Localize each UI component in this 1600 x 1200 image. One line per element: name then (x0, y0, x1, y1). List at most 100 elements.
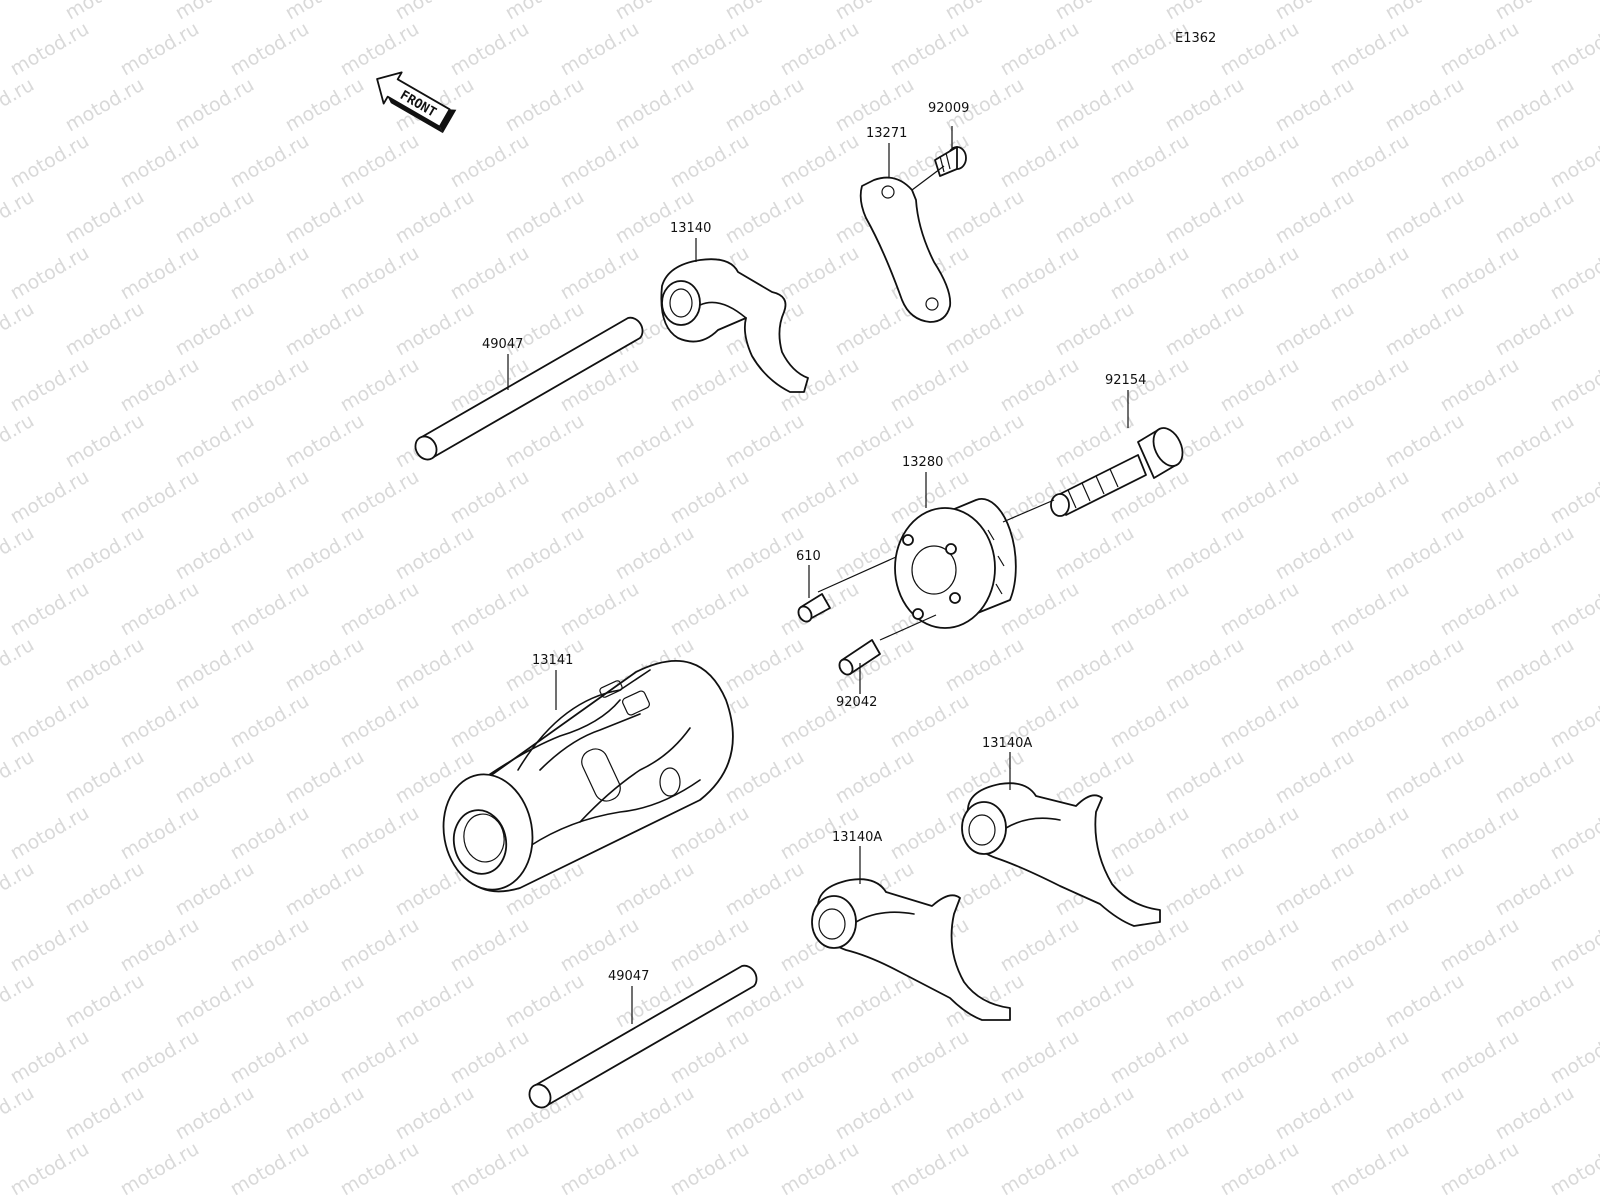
watermark-text: motod.ru (612, 74, 698, 137)
label-bolt: 92154 (1105, 373, 1146, 388)
watermark-text: motod.ru (997, 1026, 1083, 1089)
watermark-text: motod.ru (777, 1138, 863, 1200)
bolt (1050, 427, 1184, 517)
watermark-text: motod.ru (667, 466, 753, 529)
watermark-text: motod.ru (282, 0, 368, 24)
watermark-text: motod.ru (502, 74, 588, 137)
watermark-text: motod.ru (1272, 186, 1358, 249)
watermark-text: motod.ru (1492, 298, 1578, 361)
watermark-text: motod.ru (227, 914, 313, 977)
watermark-text: motod.ru (117, 466, 203, 529)
watermark-text: motod.ru (7, 1026, 93, 1089)
watermark-text: motod.ru (1437, 914, 1523, 977)
watermark-text: motod.ru (1327, 690, 1413, 753)
watermark-text: motod.ru (7, 578, 93, 641)
watermark-text: motod.ru (997, 18, 1083, 81)
watermark-text: motod.ru (1217, 466, 1303, 529)
watermark-text: motod.ru (7, 354, 93, 417)
watermark-text: motod.ru (227, 1138, 313, 1200)
watermark-text: motod.ru (1272, 410, 1358, 473)
watermark-text: motod.ru (1272, 970, 1358, 1033)
watermark-text: motod.ru (117, 578, 203, 641)
watermark-text: motod.ru (447, 578, 533, 641)
watermark-text: motod.ru (1437, 466, 1523, 529)
callouts: 92009 13271 13140 49047 92154 13280 610 … (482, 101, 1146, 1024)
watermark-text: motod.ru (1162, 1194, 1248, 1200)
watermark-text: motod.ru (942, 410, 1028, 473)
watermark-text: motod.ru (667, 578, 753, 641)
watermark-text: motod.ru (172, 746, 258, 809)
watermark-text: motod.ru (62, 186, 148, 249)
watermark-text: motod.ru (887, 802, 973, 865)
watermark-text: motod.ru (1492, 634, 1578, 697)
watermark-text: motod.ru (117, 18, 203, 81)
watermark-text: motod.ru (337, 242, 423, 305)
watermark-text: motod.ru (942, 1082, 1028, 1145)
watermark-text: motod.ru (1382, 298, 1468, 361)
label-shaft-upper: 49047 (482, 337, 523, 352)
watermark-text: motod.ru (227, 354, 313, 417)
watermark-text: motod.ru (1052, 0, 1138, 24)
watermark-text: motod.ru (722, 858, 808, 921)
watermark-text: motod.ru (117, 1026, 203, 1089)
watermark-text: motod.ru (1547, 354, 1600, 417)
watermark-text: motod.ru (0, 522, 38, 585)
watermark-text: motod.ru (1382, 1082, 1468, 1145)
watermark-text: motod.ru (117, 690, 203, 753)
watermark-text: motod.ru (1382, 522, 1468, 585)
watermark-text: motod.ru (7, 802, 93, 865)
watermark-text: motod.ru (1382, 0, 1468, 24)
watermark-text: motod.ru (1547, 914, 1600, 977)
watermark-text: motod.ru (1107, 578, 1193, 641)
watermark-text: motod.ru (1107, 802, 1193, 865)
watermark-text: motod.ru (1492, 0, 1578, 24)
watermark-text: motod.ru (1327, 354, 1413, 417)
watermark-text: motod.ru (7, 242, 93, 305)
watermark-text: motod.ru (942, 186, 1028, 249)
watermark-text: motod.ru (62, 1194, 148, 1200)
watermark-text: motod.ru (1382, 858, 1468, 921)
watermark-text: motod.ru (1162, 970, 1248, 1033)
watermark-text: motod.ru (0, 970, 38, 1033)
watermark-text: motod.ru (612, 0, 698, 24)
watermark-text: motod.ru (1492, 746, 1578, 809)
watermark-text: motod.ru (337, 130, 423, 193)
watermark-text: motod.ru (722, 1082, 808, 1145)
watermark-text: motod.ru (612, 410, 698, 473)
watermark-text: motod.ru (1327, 130, 1413, 193)
watermark-text: motod.ru (667, 1138, 753, 1200)
watermark-text: motod.ru (1327, 18, 1413, 81)
watermark-text: motod.ru (7, 690, 93, 753)
watermark-text: motod.ru (1217, 242, 1303, 305)
watermark-text: motod.ru (0, 634, 38, 697)
watermark-text: motod.ru (1327, 466, 1413, 529)
watermark-text: motod.ru (1492, 970, 1578, 1033)
watermark-text: motod.ru (1107, 130, 1193, 193)
watermark-text: motod.ru (337, 1138, 423, 1200)
watermark-text: motod.ru (612, 186, 698, 249)
watermark-text: motod.ru (227, 242, 313, 305)
watermark-text: motod.ru (117, 354, 203, 417)
watermark-text: motod.ru (1217, 914, 1303, 977)
watermark-text: motod.ru (0, 1082, 38, 1145)
watermark-text: motod.ru (1107, 1026, 1193, 1089)
watermark-text: motod.ru (1162, 522, 1248, 585)
watermark-text: motod.ru (337, 466, 423, 529)
watermark-text: motod.ru (1382, 74, 1468, 137)
watermark-text: motod.ru (1437, 354, 1523, 417)
watermark-text: motod.ru (1327, 1026, 1413, 1089)
watermark-text: motod.ru (667, 354, 753, 417)
watermark-text: motod.ru (557, 18, 643, 81)
watermark-text: motod.ru (832, 746, 918, 809)
watermark-text: motod.ru (832, 1194, 918, 1200)
watermark-text: motod.ru (1492, 1194, 1578, 1200)
watermark-text: motod.ru (1217, 130, 1303, 193)
watermark-text: motod.ru (447, 914, 533, 977)
watermark-text: motod.ru (1217, 802, 1303, 865)
watermark-text: motod.ru (1052, 522, 1138, 585)
watermark-text: motod.ru (777, 1026, 863, 1089)
watermark-text: motod.ru (667, 1026, 753, 1089)
watermark-text: motod.ru (282, 74, 368, 137)
watermark-text: motod.ru (392, 1194, 478, 1200)
